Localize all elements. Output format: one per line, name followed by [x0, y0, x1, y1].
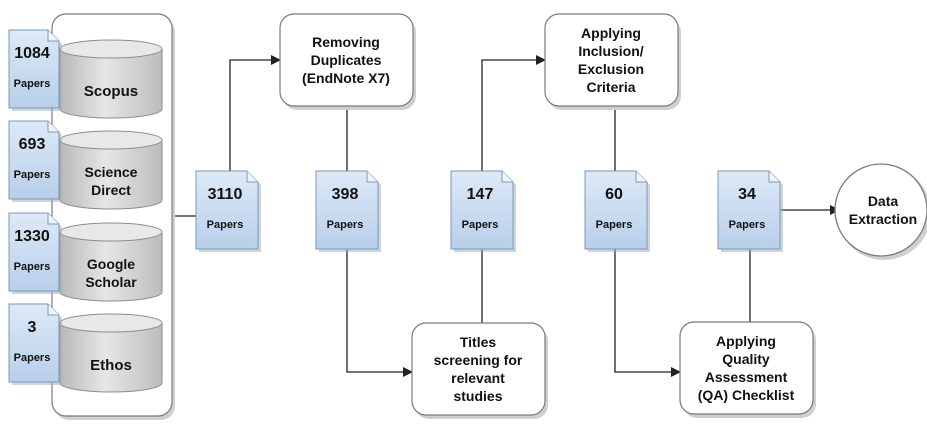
count-1-icon: [195, 170, 259, 250]
count-3-unit: Papers: [462, 219, 499, 231]
shape-layer: [8, 13, 927, 420]
step-inclusion-exclusion-label-line-3: Exclusion: [578, 61, 644, 77]
step-removing-duplicates: [279, 13, 414, 107]
source-4-cylinder: [59, 323, 163, 393]
count-1-unit: Papers: [207, 219, 244, 231]
step-title-screening: [411, 322, 546, 416]
source-3-cylinder-top: [59, 222, 163, 242]
data-extraction-label-line-2: Extraction: [849, 211, 917, 227]
count-4-count: 60: [605, 186, 623, 203]
source-2-name-line-1: Science: [85, 164, 138, 180]
source-3-doc-unit: Papers: [14, 261, 51, 273]
source-1-doc-count: 1084: [14, 45, 50, 62]
step-quality-assessment-label-line-4: (QA) Checklist: [698, 387, 795, 403]
count-1-icon-fold: [246, 171, 258, 183]
source-1-cylinder-top: [59, 39, 163, 59]
step-inclusion-exclusion-label-line-1: Applying: [581, 25, 641, 41]
step-title-screening-label-line-1: Titles: [460, 334, 497, 350]
count-4-unit: Papers: [596, 219, 633, 231]
step-title-screening-label-line-4: studies: [453, 388, 502, 404]
source-1-doc-unit: Papers: [14, 78, 51, 90]
source-4-doc-icon: [8, 303, 60, 383]
step-inclusion-exclusion-label-line-4: Criteria: [586, 79, 635, 95]
source-2-cylinder-top: [59, 130, 163, 150]
step-removing-duplicates-label-line-2: Duplicates: [311, 52, 382, 68]
count-3-count: 147: [467, 186, 494, 203]
source-4-doc-unit: Papers: [14, 352, 51, 364]
step-quality-assessment-label-line-2: Quality: [722, 351, 770, 367]
source-4-doc-count: 3: [28, 319, 37, 336]
step-title-screening-label-line-2: screening for: [434, 352, 523, 368]
count-2-unit: Papers: [327, 219, 364, 231]
count-4-icon: [584, 170, 648, 250]
count-5-icon: [717, 170, 781, 250]
step-removing-duplicates-label-line-1: Removing: [312, 34, 380, 50]
source-2-cylinder: [59, 140, 163, 210]
count-5-unit: Papers: [729, 219, 766, 231]
count-4-icon-fold: [635, 171, 647, 183]
source-4-doc-icon-fold: [47, 304, 59, 316]
count-5-count: 34: [738, 186, 756, 203]
source-1-cylinder: [59, 49, 163, 119]
source-1-doc-icon: [8, 29, 60, 109]
source-2-doc-unit: Papers: [14, 169, 51, 181]
count-2-icon-fold: [366, 171, 378, 183]
count-2-count: 398: [332, 186, 359, 203]
count-3-icon: [450, 170, 514, 250]
step-quality-assessment: [679, 321, 814, 415]
step-quality-assessment-label-line-1: Applying: [716, 333, 776, 349]
step-removing-duplicates-label-line-3: (EndNote X7): [302, 70, 390, 86]
source-3-doc-count: 1330: [14, 228, 50, 245]
source-1-name: Scopus: [84, 83, 138, 100]
count-1-count: 3110: [208, 186, 243, 203]
data-extraction-node: [834, 163, 927, 257]
source-3-doc-icon: [8, 212, 60, 292]
step-inclusion-exclusion: [544, 13, 679, 107]
source-4-cylinder-top: [59, 313, 163, 333]
source-1-doc-icon-fold: [47, 30, 59, 42]
source-3-name-line-1: Google: [87, 256, 135, 272]
count-2-icon: [315, 170, 379, 250]
source-2-doc-count: 693: [19, 136, 46, 153]
source-2-doc-icon-fold: [47, 121, 59, 133]
data-extraction-label-line-1: Data: [868, 193, 899, 209]
source-2-name-line-2: Direct: [91, 182, 131, 198]
count-3-icon-fold: [501, 171, 513, 183]
source-3-name-line-2: Scholar: [85, 274, 137, 290]
label-layer: Scopus1084PapersScienceDirect693PapersGo…: [14, 25, 918, 404]
step-quality-assessment-label-line-3: Assessment: [705, 369, 788, 385]
step-inclusion-exclusion-label-line-2: Inclusion/: [578, 43, 643, 59]
count-5-icon-fold: [768, 171, 780, 183]
source-3-cylinder: [59, 232, 163, 302]
source-3-doc-icon-fold: [47, 213, 59, 225]
source-2-doc-icon: [8, 120, 60, 200]
step-title-screening-label-line-3: relevant: [451, 370, 505, 386]
source-4-name: Ethos: [90, 357, 132, 374]
